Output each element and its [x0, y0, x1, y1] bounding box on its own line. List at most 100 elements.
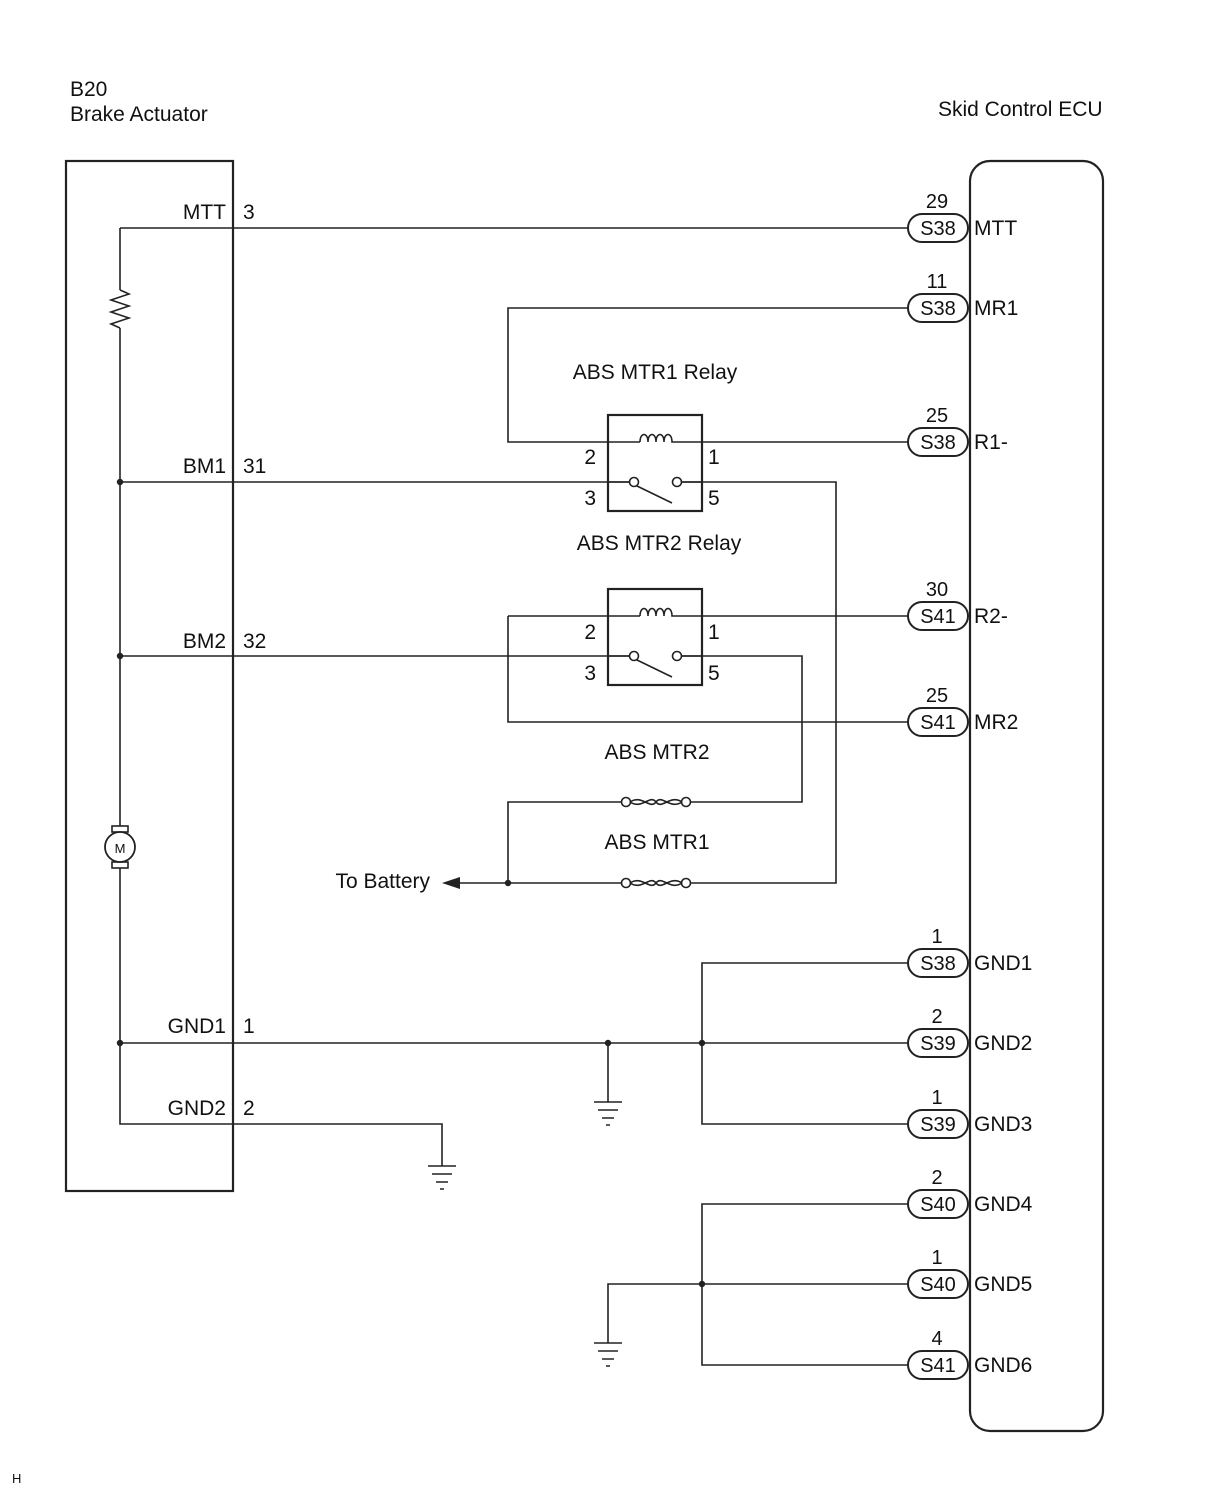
- relay2-pin-1: 1: [708, 621, 720, 644]
- ecu-terminal-name: MR2: [974, 711, 1018, 734]
- ecu-connector-code: S39: [920, 1033, 956, 1055]
- ecu-connector-code: S38: [920, 432, 956, 454]
- ecu-connector-oval: [907, 213, 969, 243]
- actuator-pin-name-bm2: BM2: [183, 630, 226, 653]
- actuator-pin-name-gnd1: GND1: [168, 1015, 226, 1038]
- actuator-pin-num-bm1: 31: [243, 455, 266, 478]
- ground-icon: [594, 1342, 622, 1367]
- relay2-label: ABS MTR2 Relay: [577, 532, 742, 555]
- relay1-label: ABS MTR1 Relay: [573, 361, 738, 384]
- external-wires: [120, 227, 908, 1366]
- ecu-connector-code: S41: [920, 712, 956, 734]
- ecu-terminal-name: GND6: [974, 1354, 1032, 1377]
- actuator-code: B20: [70, 78, 107, 101]
- ecu-connector-oval: [907, 1269, 969, 1299]
- ecu-pin-number: 2: [931, 1006, 942, 1028]
- ecu-connector-code: S40: [920, 1194, 956, 1216]
- skid-control-ecu-box: [968, 159, 1105, 1433]
- relay-switch-icon: [636, 659, 673, 678]
- ecu-connector-oval: [907, 1028, 969, 1058]
- ecu-pin-number: 25: [926, 405, 948, 427]
- relay2-pin-3: 3: [584, 662, 596, 685]
- actuator-pin-name-mtt: MTT: [183, 201, 226, 224]
- ecu-connector-oval: [907, 427, 969, 457]
- abs-mtr2-relay: [606, 587, 704, 687]
- ecu-terminal-name: GND3: [974, 1113, 1032, 1136]
- ecu-terminal-name: R2-: [974, 605, 1008, 628]
- to-battery-label: To Battery: [335, 870, 430, 893]
- actuator-name: Brake Actuator: [70, 103, 208, 126]
- ecu-pin-number: 2: [931, 1167, 942, 1189]
- ecu-terminal-name: R1-: [974, 431, 1008, 454]
- relay-switch-icon: [636, 485, 673, 504]
- ecu-connector-oval: [907, 1189, 969, 1219]
- ecu-pin-number: 11: [927, 271, 948, 293]
- actuator-pin-name-bm1: BM1: [183, 455, 226, 478]
- relay1-pin-1: 1: [708, 446, 720, 469]
- fuse-abs-mtr2-label: ABS MTR2: [604, 741, 709, 764]
- fuse-abs-mtr1-label: ABS MTR1: [604, 831, 709, 854]
- actuator-internal-wiring: [108, 228, 233, 1125]
- ground-icon: [428, 1165, 456, 1190]
- actuator-pin-num-mtt: 3: [243, 201, 255, 224]
- relay-coil-icon: [639, 607, 676, 617]
- actuator-pin-name-gnd2: GND2: [168, 1097, 226, 1120]
- ecu-connector-oval: [907, 707, 969, 737]
- ecu-connector-oval: [907, 601, 969, 631]
- motor-label: M: [115, 841, 126, 856]
- ecu-connector-oval: [907, 1109, 969, 1139]
- ecu-pin-number: 30: [926, 579, 948, 601]
- ecu-pin-number: 1: [931, 1247, 942, 1269]
- ecu-connector-oval: [907, 293, 969, 323]
- relay1-pin-5: 5: [708, 487, 720, 510]
- fuse-icon: [620, 796, 692, 808]
- ecu-connector-code: S39: [920, 1114, 956, 1136]
- ecu-terminal-name: MR1: [974, 297, 1018, 320]
- ecu-terminal-name: GND4: [974, 1193, 1033, 1216]
- arrow-left-icon: [442, 877, 460, 889]
- actuator-pin-num-bm2: 32: [243, 630, 266, 653]
- ecu-connector-code: S38: [920, 298, 956, 320]
- ecu-connector-oval: [907, 1350, 969, 1380]
- relay2-pin-5: 5: [708, 662, 720, 685]
- ecu-connector-oval: [907, 948, 969, 978]
- ecu-terminal-name: GND5: [974, 1273, 1032, 1296]
- actuator-pin-num-gnd2: 2: [243, 1097, 255, 1120]
- ecu-pin-number: 1: [931, 926, 942, 948]
- motor-icon: M: [104, 825, 136, 869]
- ecu-pin-number: 1: [931, 1087, 942, 1109]
- actuator-pin-num-gnd1: 1: [243, 1015, 255, 1038]
- ecu-connector-code: S41: [920, 606, 956, 628]
- ground-icon: [594, 1101, 622, 1126]
- relay1-pin-3: 3: [584, 487, 596, 510]
- ecu-pin-number: 4: [931, 1328, 942, 1350]
- corner-mark: H: [12, 1471, 21, 1486]
- ecu-connector-code: S40: [920, 1274, 956, 1296]
- relay-coil-icon: [639, 433, 676, 443]
- ecu-terminal-name: MTT: [974, 217, 1017, 240]
- ecu-connector-code: S38: [920, 218, 956, 240]
- ecu-connector-code: S38: [920, 953, 956, 975]
- ecu-terminal-name: GND2: [974, 1032, 1032, 1055]
- relay2-pin-2: 2: [584, 621, 596, 644]
- ecu-name: Skid Control ECU: [938, 98, 1103, 121]
- resistor-icon: [108, 289, 132, 329]
- fuse-icon: [620, 877, 692, 889]
- brake-actuator-box: [64, 159, 235, 1193]
- ecu-pin-number: 25: [926, 685, 948, 707]
- relay1-pin-2: 2: [584, 446, 596, 469]
- ecu-pin-number: 29: [926, 191, 948, 213]
- ecu-terminal-name: GND1: [974, 952, 1032, 975]
- abs-mtr1-relay: [606, 413, 704, 513]
